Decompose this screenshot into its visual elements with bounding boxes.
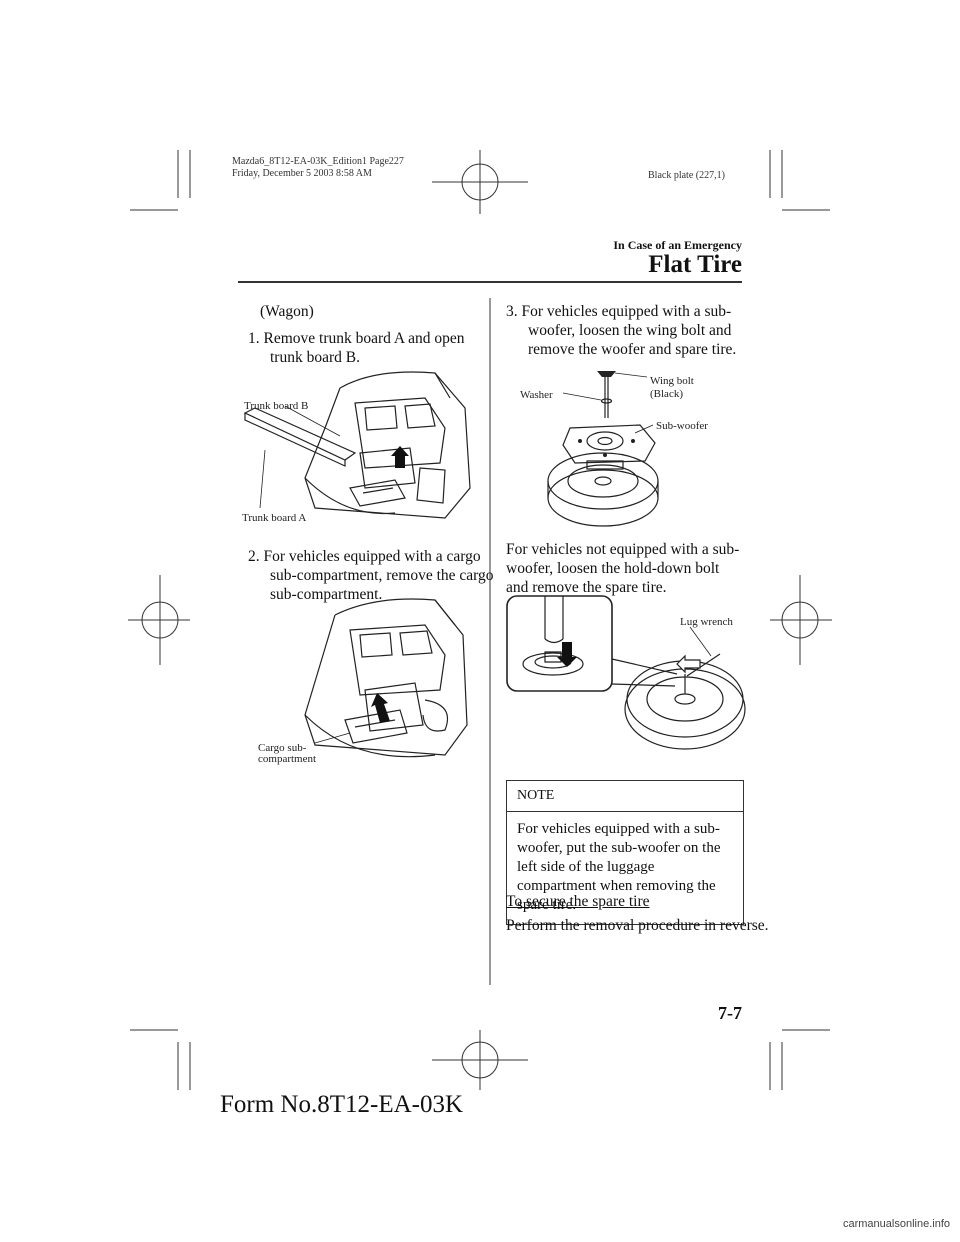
note-box: NOTE For vehicles equipped with a sub-wo… (506, 780, 744, 925)
cargo-label-line1: Cargo sub- (258, 742, 307, 754)
note-body: For vehicles equipped with a sub-woofer,… (517, 821, 721, 913)
note-heading: NOTE (507, 781, 743, 812)
plate-label: Black plate (227,1) (648, 170, 725, 181)
washer-label: Washer (520, 389, 553, 401)
print-info-line2: Friday, December 5 2003 8:58 AM (232, 168, 372, 179)
print-info-line1: Mazda6_8T12-EA-03K_Edition1 Page227 (232, 156, 404, 167)
page-number: 7-7 (718, 1003, 742, 1023)
secure-spare-tire-heading: To secure the spare tire (506, 893, 650, 910)
step-1-text: 1. Remove trunk board A and open trunk b… (248, 330, 465, 366)
wing-bolt-label-line2: (Black) (650, 388, 683, 400)
trunk-board-b-label: Trunk board B (244, 400, 309, 412)
lug-wrench-label: Lug wrench (680, 616, 733, 628)
form-number: Form No.8T12-EA-03K (220, 1091, 464, 1118)
trunk-board-a-label: Trunk board A (242, 512, 307, 524)
step-2-text: 2. For vehicles equipped with a cargo su… (248, 548, 494, 603)
trunk-board-illustration (243, 371, 471, 519)
section-category: In Case of an Emergency (613, 238, 742, 252)
lug-wrench-illustration (506, 595, 746, 750)
wagon-heading: (Wagon) (260, 303, 314, 320)
wing-bolt-label-line1: Wing bolt (650, 375, 694, 387)
secure-spare-tire-text: Perform the removal procedure in reverse… (506, 917, 769, 934)
watermark: carmanualsonline.info (842, 1218, 950, 1230)
sub-woofer-label: Sub-woofer (656, 420, 708, 432)
no-subwoofer-text: For vehicles not equipped with a sub-woo… (506, 541, 740, 596)
cargo-sub-compartment-illustration (304, 598, 468, 758)
step-3-text: 3. For vehicles equipped with a sub-woof… (506, 303, 737, 358)
sub-woofer-illustration (547, 371, 659, 527)
cargo-label-line2: compartment (258, 753, 317, 765)
section-title: Flat Tire (648, 251, 742, 278)
